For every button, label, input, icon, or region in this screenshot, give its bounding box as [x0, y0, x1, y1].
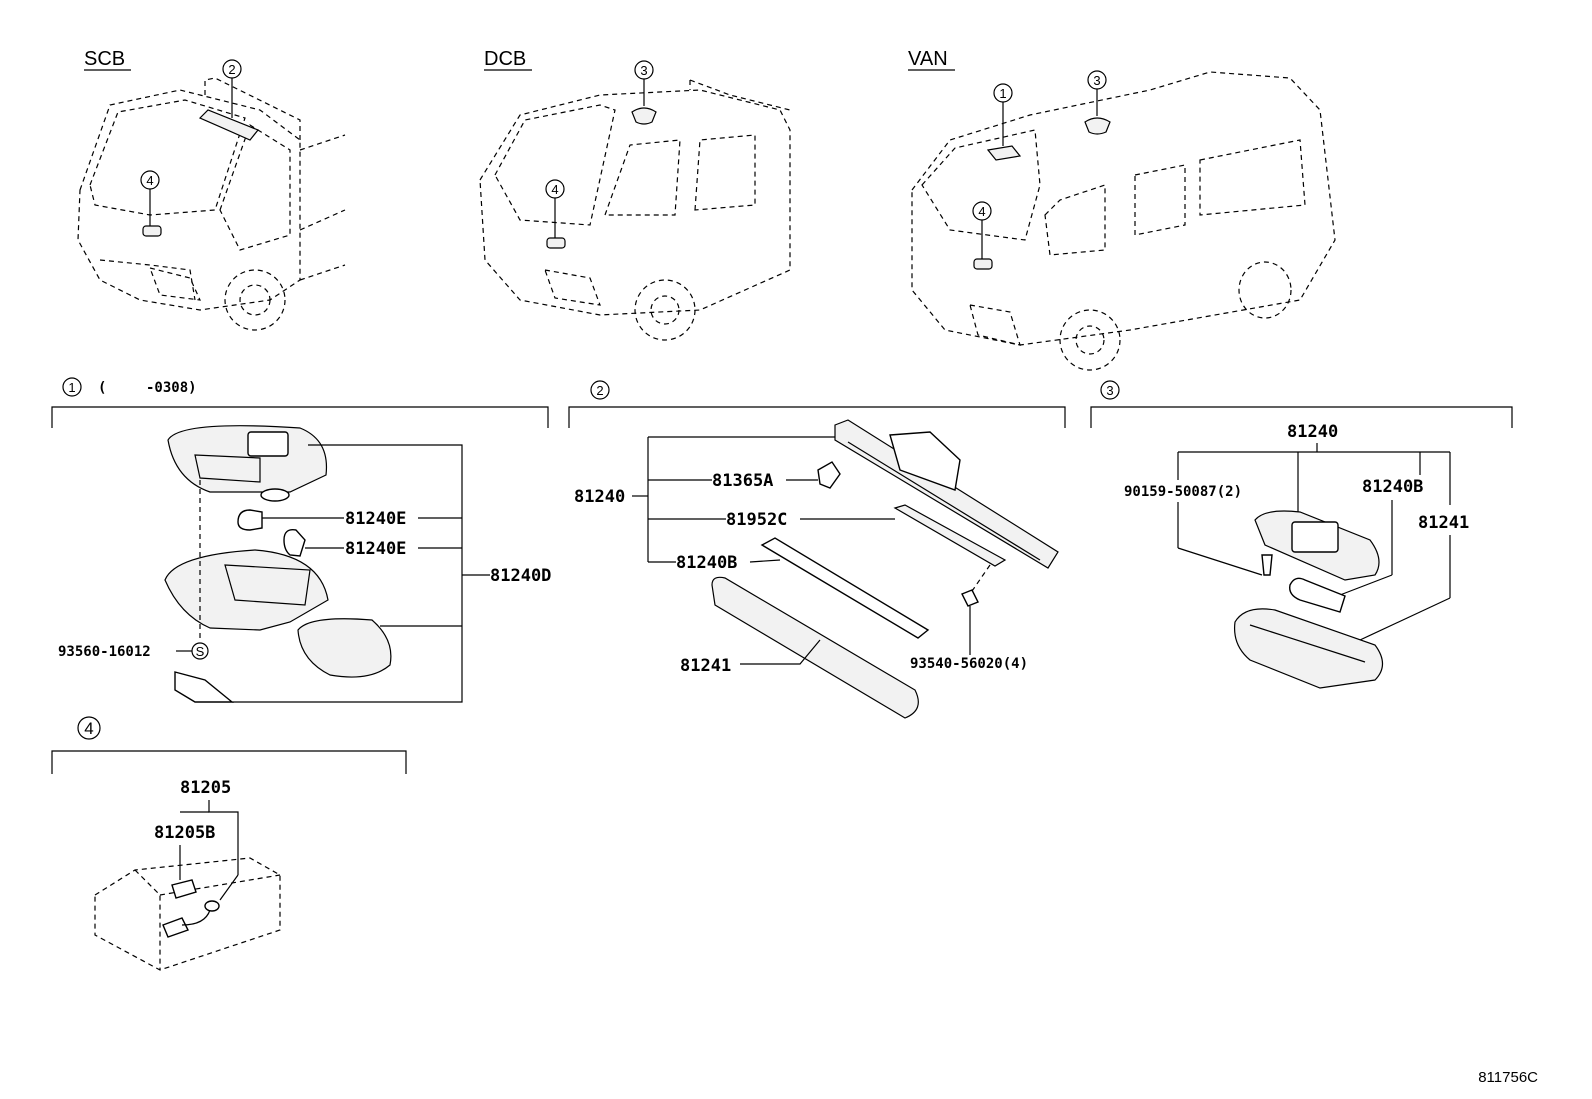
- part-81205B: 81205B: [154, 823, 215, 843]
- section-1: 1 ( -0308) 81240E 81240E 81240D 93560-16…: [51, 377, 551, 703]
- scb-callout-4: 4: [146, 173, 153, 188]
- part-90159-50087: 90159-50087(2): [1124, 484, 1242, 500]
- part-81240E-b: 81240E: [345, 539, 406, 559]
- part-81240-sec2: 81240: [574, 487, 625, 507]
- van-callout-1: 1: [999, 86, 1006, 101]
- scb-view: SCB 2 4: [77, 48, 346, 331]
- van-callout-3: 3: [1093, 73, 1100, 88]
- van-callout-4: 4: [978, 204, 985, 219]
- dcb-callout-4: 4: [551, 182, 558, 197]
- screw-mark: S: [196, 644, 205, 659]
- part-81240B: 81240B: [676, 553, 737, 573]
- part-81205: 81205: [180, 778, 231, 798]
- section-3: 3 81240 90159-50087(2) 81240B 81241: [1090, 380, 1513, 689]
- section-2-index: 2: [596, 383, 603, 398]
- section-2: 2 81365A 81952C 81240B 81240 81241: [568, 380, 1066, 719]
- part-81240-sec3: 81240: [1287, 422, 1338, 442]
- van-view: VAN 1 3 4: [908, 48, 1336, 371]
- part-81365A: 81365A: [712, 471, 773, 491]
- part-81240D: 81240D: [490, 566, 551, 586]
- section-4-index: 4: [84, 719, 93, 738]
- scb-callout-2: 2: [228, 62, 235, 77]
- dcb-label: DCB: [484, 48, 526, 70]
- part-81240B-sec3: 81240B: [1362, 477, 1423, 497]
- section-3-index: 3: [1106, 383, 1113, 398]
- part-81240E-a: 81240E: [345, 509, 406, 529]
- section-4: 4 81205 81205B: [51, 716, 407, 971]
- part-81241-sec3: 81241: [1418, 513, 1469, 533]
- section-1-index: 1: [68, 380, 75, 395]
- part-93540-56020: 93540-56020(4): [910, 656, 1028, 672]
- section-1-range-end: -0308): [146, 380, 197, 396]
- dcb-callout-3: 3: [640, 63, 647, 78]
- figure-code: 811756C: [1478, 1069, 1538, 1086]
- scb-label: SCB: [84, 48, 125, 70]
- dcb-view: DCB 3 4: [479, 48, 791, 341]
- part-81241-sec2: 81241: [680, 656, 731, 676]
- van-label: VAN: [908, 48, 948, 70]
- part-81952C: 81952C: [726, 510, 787, 530]
- section-1-range-open: (: [98, 380, 106, 396]
- part-93560-16012: 93560-16012: [58, 644, 151, 660]
